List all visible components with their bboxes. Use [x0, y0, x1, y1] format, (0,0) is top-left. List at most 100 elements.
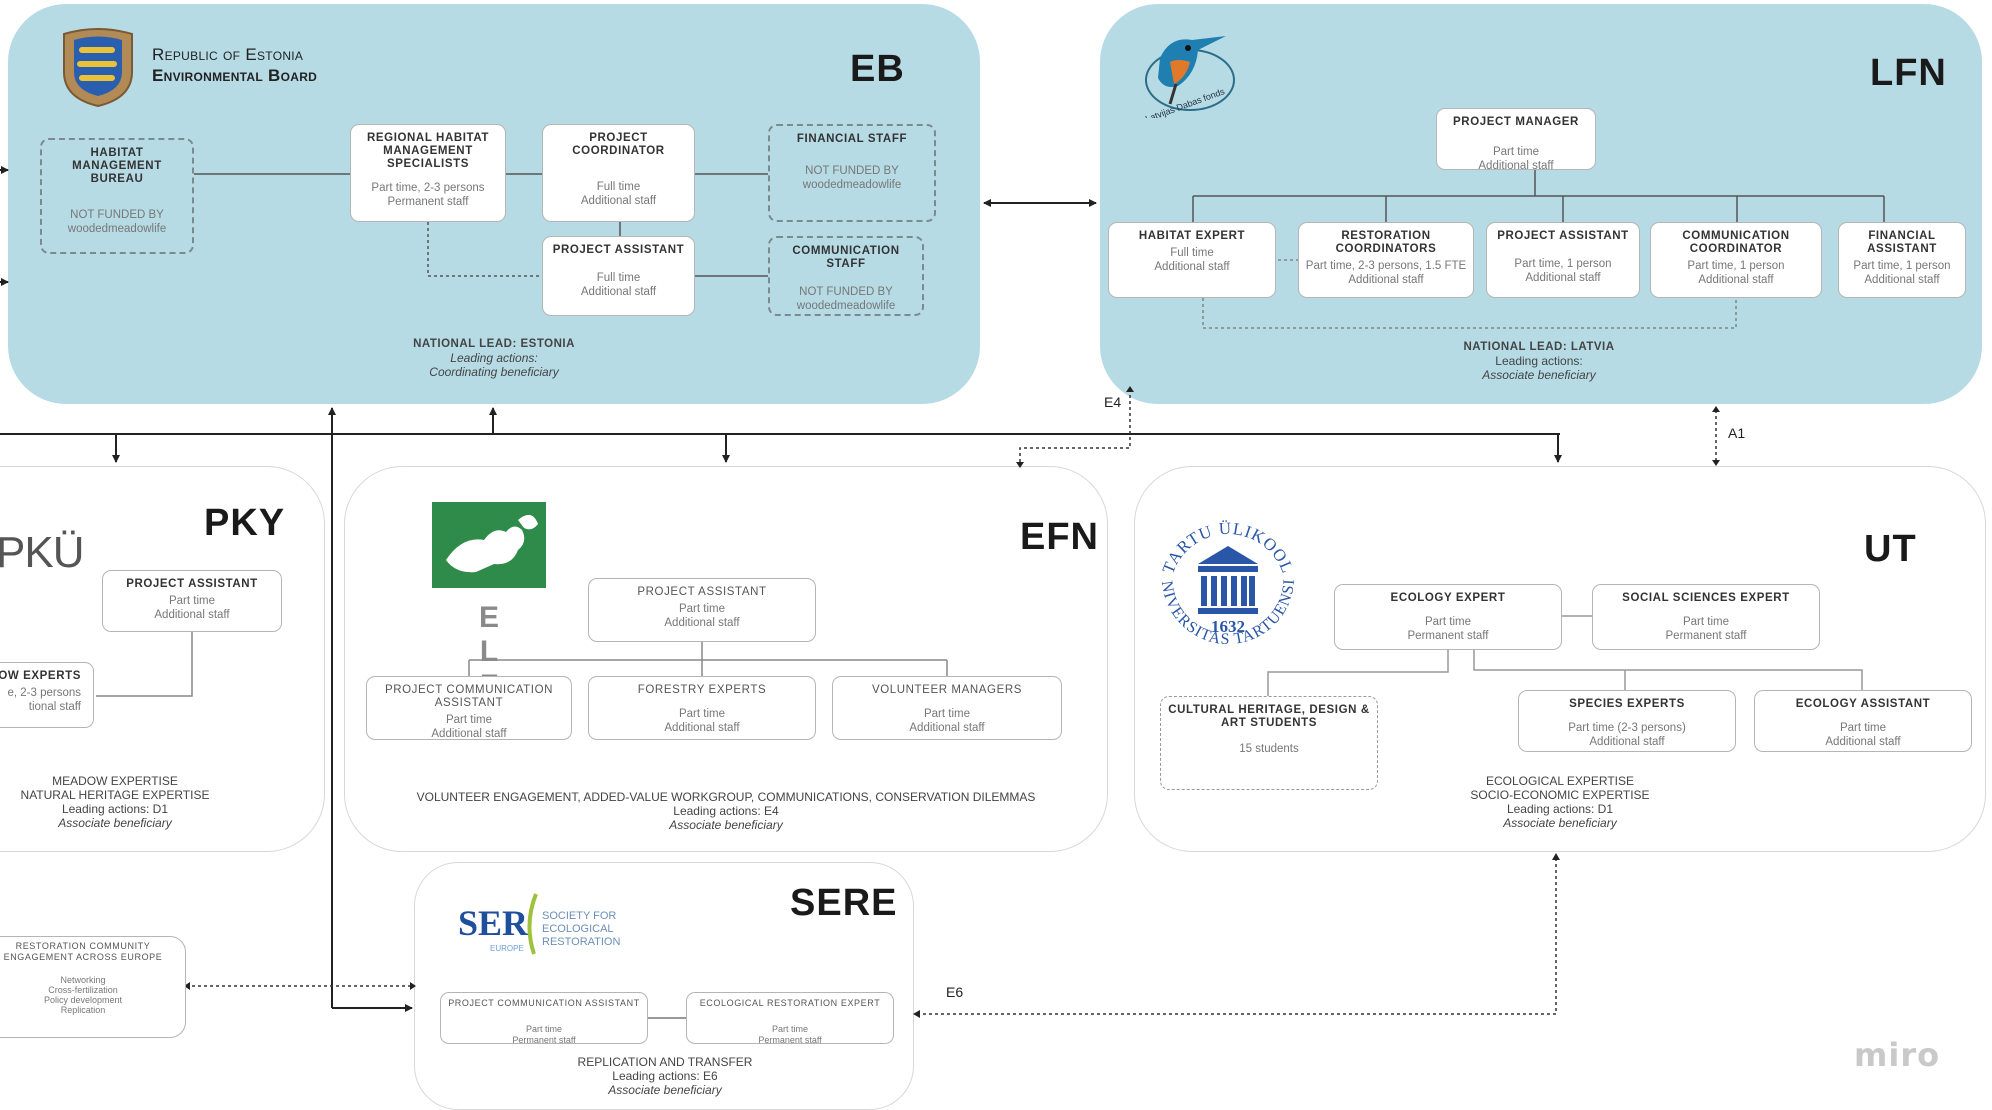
box-title: FINANCIAL ASSISTANT: [1867, 230, 1937, 255]
box-desc: e, 2-3 persons tional staff: [7, 687, 81, 713]
lfn-habitat-expert-box[interactable]: HABITAT EXPERT Full time Additional staf…: [1108, 222, 1276, 298]
box-title: OW EXPERTS: [0, 670, 81, 682]
box-title: PROJECT ASSISTANT: [637, 586, 767, 598]
ut-ecology-expert-box[interactable]: ECOLOGY EXPERT Part time Permanent staff: [1334, 584, 1562, 650]
ut-code: UT: [1864, 528, 1917, 570]
box-title: RESTORATION COORDINATORS: [1335, 230, 1437, 255]
box-desc: Full time Additional staff: [580, 181, 657, 207]
footer-line: REPLICATION AND TRANSFER: [577, 1055, 753, 1069]
box-title: SOCIAL SCIENCES EXPERT: [1622, 592, 1790, 604]
footer-line: Associate beneficiary: [608, 1083, 722, 1097]
box-desc: Part time Additional staff: [909, 708, 985, 734]
lfn-communication-box[interactable]: COMMUNICATION COORDINATOR Part time, 1 p…: [1650, 222, 1822, 298]
efn-forestry-box[interactable]: FORESTRY EXPERTS Part time Additional st…: [588, 676, 816, 740]
box-desc: Networking Cross-fertilization Policy de…: [43, 975, 123, 1015]
ser-logo-text: SOCIETY FOR ECOLOGICAL RESTORATION: [542, 910, 621, 948]
box-title: REGIONAL HABITAT MANAGEMENT SPECIALISTS: [366, 132, 490, 170]
footer-line: Associate beneficiary: [1503, 816, 1617, 830]
efn-comm-assistant-box[interactable]: PROJECT COMMUNICATION ASSISTANT Part tim…: [366, 676, 572, 740]
squirrel-logo-icon: [432, 502, 546, 588]
box-title: PROJECT ASSISTANT: [552, 244, 685, 256]
footer-line: Coordinating beneficiary: [429, 365, 559, 379]
a1-label: A1: [1728, 425, 1746, 441]
efn-assistant-box[interactable]: PROJECT ASSISTANT Part time Additional s…: [588, 578, 816, 642]
eb-communication-box[interactable]: COMMUNICATION STAFF NOT FUNDED BY wooded…: [768, 236, 924, 316]
box-desc: Part time, 1 person Additional staff: [1853, 260, 1951, 286]
e6-label: E6: [946, 984, 964, 1000]
sere-ecological-box[interactable]: ECOLOGICAL RESTORATION EXPERT Part time …: [686, 992, 894, 1044]
box-title: HABITAT EXPERT: [1138, 230, 1246, 242]
box-desc: Part time Permanent staff: [512, 1024, 576, 1044]
ser-logo-mark: SER: [458, 903, 529, 943]
footer-line: Leading actions: D1: [61, 802, 169, 816]
box-desc: NOT FUNDED BY woodedmeadowlife: [67, 209, 167, 235]
box-title: FORESTRY EXPERTS: [637, 684, 767, 696]
box-title: PROJECT COMMUNICATION ASSISTANT: [384, 684, 554, 709]
box-title: SPECIES EXPERTS: [1569, 698, 1685, 710]
box-title: CULTURAL HERITAGE, DESIGN & ART STUDENTS: [1168, 704, 1370, 729]
eb-org-line1: Republic of Estonia: [152, 45, 304, 64]
box-title: ECOLOGICAL RESTORATION EXPERT: [699, 998, 881, 1008]
box-title: ECOLOGY EXPERT: [1390, 592, 1506, 604]
footer-line: NATIONAL LEAD: ESTONIA: [413, 338, 575, 350]
pky-panel: [0, 466, 325, 852]
footer-line: Leading actions:: [450, 351, 538, 365]
box-title: HABITAT MANAGEMENT BUREAU: [72, 147, 162, 185]
lfn-code: LFN: [1870, 52, 1947, 94]
box-desc: Part time (2-3 persons) Additional staff: [1568, 722, 1686, 748]
ut-ecology-assistant-box[interactable]: ECOLOGY ASSISTANT Part time Additional s…: [1754, 690, 1972, 752]
box-title: PROJECT MANAGER: [1453, 116, 1579, 128]
pky-experts-box[interactable]: OW EXPERTS e, 2-3 persons tional staff: [0, 662, 94, 728]
box-desc: Part time, 2-3 persons, 1.5 FTE Addition…: [1305, 260, 1467, 286]
footer-line: Leading actions: D1: [1506, 802, 1614, 816]
efn-volunteer-box[interactable]: VOLUNTEER MANAGERS Part time Additional …: [832, 676, 1062, 740]
footer-line: SOCIO-ECONOMIC EXPERTISE: [1470, 788, 1650, 802]
ut-logo-year: 1632: [1211, 617, 1245, 636]
eb-financial-box[interactable]: FINANCIAL STAFF NOT FUNDED BY woodedmead…: [768, 124, 936, 222]
eb-org-line2: Environmental Board: [152, 66, 318, 85]
box-title: RESTORATION COMMUNITY ENGAGEMENT ACROSS …: [3, 941, 163, 962]
box-desc: Full time Additional staff: [580, 272, 657, 298]
pky-assistant-box[interactable]: PROJECT ASSISTANT Part time Additional s…: [102, 570, 282, 632]
kingfisher-logo-icon: Latvijas Dabas fonds: [1144, 36, 1235, 118]
lfn-restoration-box[interactable]: RESTORATION COORDINATORS Part time, 2-3 …: [1298, 222, 1474, 298]
eb-coordinator-box[interactable]: PROJECT COORDINATOR Full time Additional…: [542, 124, 695, 222]
box-desc: NOT FUNDED BY woodedmeadowlife: [796, 286, 896, 312]
ser-logo: SER EUROPE SOCIETY FOR ECOLOGICAL RESTOR…: [458, 892, 638, 962]
eb-regional-box[interactable]: REGIONAL HABITAT MANAGEMENT SPECIALISTS …: [350, 124, 506, 222]
eb-habitat-bureau-box[interactable]: HABITAT MANAGEMENT BUREAU NOT FUNDED BY …: [40, 138, 194, 254]
footer-line: MEADOW EXPERTISE: [52, 774, 178, 788]
eb-assistant-box[interactable]: PROJECT ASSISTANT Full time Additional s…: [542, 236, 695, 316]
footer-line: ECOLOGICAL EXPERTISE: [1485, 774, 1635, 788]
elf-logo: E L F: [432, 502, 546, 703]
box-desc: Full time Additional staff: [1154, 247, 1230, 273]
box-title: PROJECT ASSISTANT: [126, 578, 258, 590]
sere-comm-assistant-box[interactable]: PROJECT COMMUNICATION ASSISTANT Part tim…: [440, 992, 648, 1044]
footer-line: Associate beneficiary: [1482, 368, 1596, 382]
sere-code: SERE: [790, 882, 898, 924]
sere-footer: REPLICATION AND TRANSFER Leading actions…: [520, 1055, 810, 1097]
box-desc: Part time Additional staff: [1825, 722, 1901, 748]
community-box[interactable]: RESTORATION COMMUNITY ENGAGEMENT ACROSS …: [0, 936, 186, 1038]
box-title: FINANCIAL STAFF: [796, 133, 908, 145]
lfn-manager-box[interactable]: PROJECT MANAGER Part time Additional sta…: [1436, 108, 1596, 170]
box-desc: Part time Permanent staff: [758, 1024, 822, 1044]
box-desc: Part time Permanent staff: [1407, 616, 1489, 642]
pky-footer: MEADOW EXPERTISE NATURAL HERITAGE EXPERT…: [0, 774, 240, 830]
ut-cultural-box[interactable]: CULTURAL HERITAGE, DESIGN & ART STUDENTS…: [1160, 696, 1378, 790]
ut-species-box[interactable]: SPECIES EXPERTS Part time (2-3 persons) …: [1518, 690, 1736, 752]
box-desc: Part time Additional staff: [1478, 146, 1554, 170]
ut-footer: ECOLOGICAL EXPERTISE SOCIO-ECONOMIC EXPE…: [1410, 774, 1710, 830]
efn-code: EFN: [1020, 516, 1099, 558]
lfn-footer: NATIONAL LEAD: LATVIA Leading actions: A…: [1344, 340, 1734, 382]
box-desc: Part time Permanent staff: [1665, 616, 1747, 642]
footer-line: Leading actions:: [1495, 354, 1583, 368]
ut-social-box[interactable]: SOCIAL SCIENCES EXPERT Part time Permane…: [1592, 584, 1820, 650]
eb-footer: NATIONAL LEAD: ESTONIA Leading actions: …: [300, 337, 688, 379]
lfn-assistant-box[interactable]: PROJECT ASSISTANT Part time, 1 person Ad…: [1486, 222, 1640, 298]
lfn-logo-text: Latvijas Dabas fonds: [1144, 86, 1226, 118]
estonia-coat-of-arms-icon: [63, 28, 133, 108]
box-desc: Part time Additional staff: [431, 714, 507, 740]
lfn-financial-box[interactable]: FINANCIAL ASSISTANT Part time, 1 person …: [1838, 222, 1966, 298]
